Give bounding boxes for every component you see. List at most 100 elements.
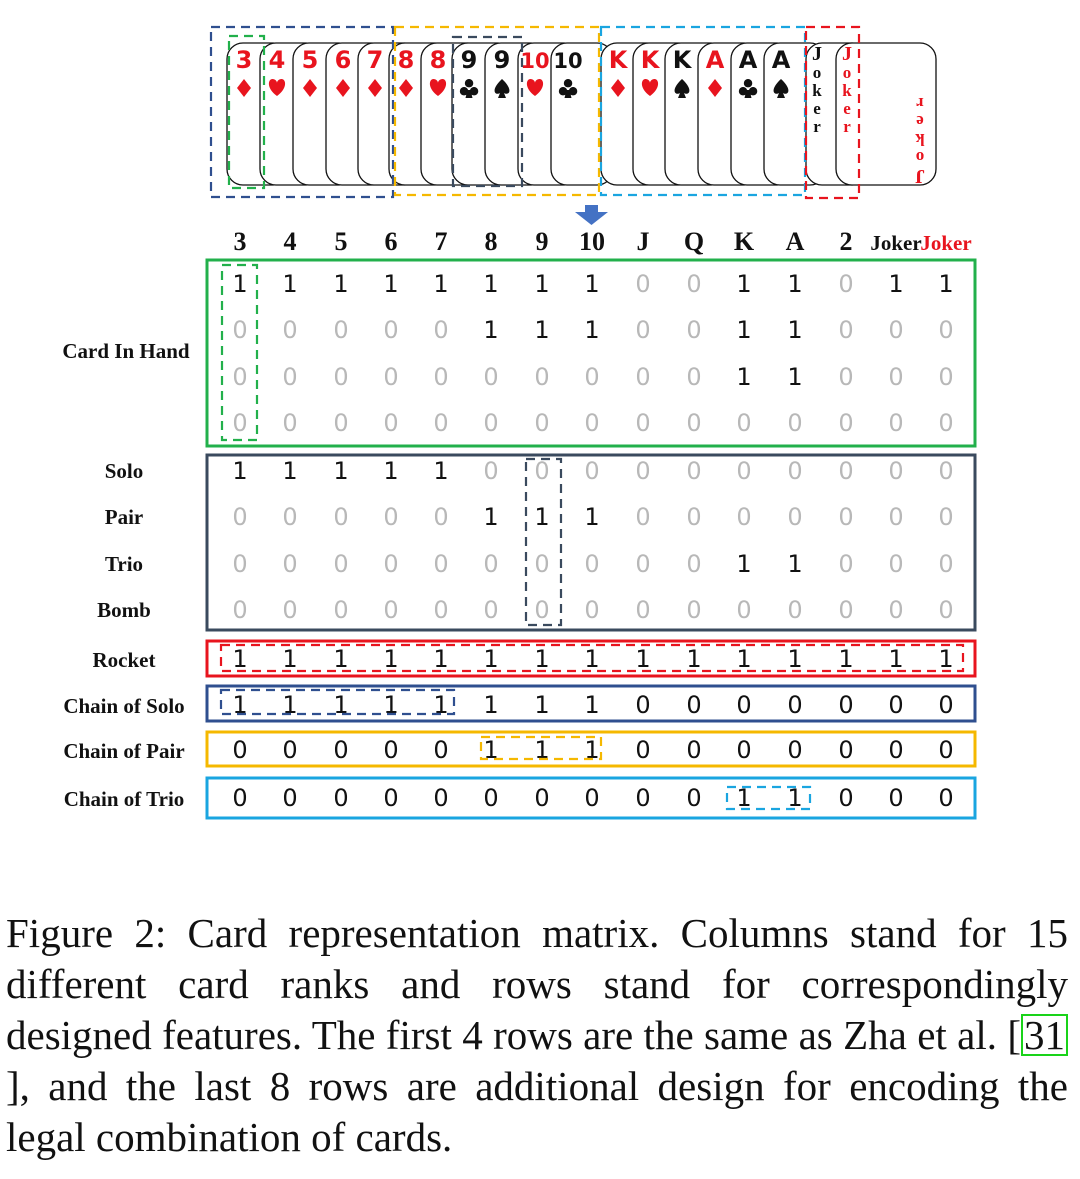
citation-link[interactable]: 31 (1021, 1014, 1068, 1056)
matrix-cell: 1 (333, 645, 348, 673)
joker-letter: o (843, 63, 852, 82)
card-rank: 3 (236, 46, 253, 74)
joker-letter: o (916, 148, 925, 167)
matrix-cell: 1 (686, 645, 701, 673)
rank-label: 7 (435, 227, 448, 256)
matrix-cell: 0 (635, 736, 650, 764)
matrix-cell: 1 (584, 736, 599, 764)
matrix-cell: 0 (383, 784, 398, 812)
matrix-cell: 0 (635, 596, 650, 624)
heart-icon (429, 79, 447, 96)
matrix-cell: 0 (787, 596, 802, 624)
matrix-cell: 1 (433, 691, 448, 719)
matrix-cell: 0 (635, 691, 650, 719)
matrix-cell: 0 (584, 596, 599, 624)
matrix-cell: 1 (635, 645, 650, 673)
row-label: Solo (105, 459, 144, 483)
matrix-cell: 0 (888, 409, 903, 437)
matrix-cell: 0 (838, 784, 853, 812)
matrix-cell: 0 (282, 596, 297, 624)
matrix-cell: 0 (938, 316, 953, 344)
row-label: Bomb (97, 598, 151, 622)
matrix-cell: 0 (282, 736, 297, 764)
matrix-cell: 1 (282, 457, 297, 485)
matrix-cell: 0 (433, 784, 448, 812)
matrix-cell: 1 (534, 691, 549, 719)
group-border (205, 453, 977, 632)
diamond-icon (336, 79, 350, 97)
matrix-cell: 1 (232, 691, 247, 719)
matrix-cell: 0 (333, 503, 348, 531)
matrix-cell: 0 (232, 503, 247, 531)
matrix-cell: 0 (333, 409, 348, 437)
matrix-cell: 0 (838, 457, 853, 485)
matrix-cell: 1 (232, 457, 247, 485)
matrix-dashed-highlight (219, 643, 965, 673)
matrix-cell: 0 (232, 736, 247, 764)
joker-letter: r (813, 117, 821, 136)
card-group-dashed-box (227, 34, 266, 190)
matrix-cell: 0 (433, 550, 448, 578)
matrix-cell: 0 (838, 363, 853, 391)
matrix-cell: 0 (635, 270, 650, 298)
matrix-cell: 0 (888, 363, 903, 391)
matrix-cell: 0 (938, 503, 953, 531)
joker-letter: J (842, 43, 852, 65)
matrix-dashed-highlight (524, 457, 563, 627)
matrix-cell: 1 (584, 503, 599, 531)
matrix-cell: 0 (736, 691, 751, 719)
matrix-cell: 0 (787, 457, 802, 485)
matrix-cell: 0 (686, 457, 701, 485)
matrix-cell: 0 (584, 409, 599, 437)
joker-letter: k (842, 81, 852, 100)
matrix-cell: 0 (483, 784, 498, 812)
matrix-cell: 1 (483, 645, 498, 673)
spade-icon (494, 79, 510, 98)
matrix-cell: 0 (282, 316, 297, 344)
matrix-cell: 0 (838, 503, 853, 531)
matrix-cell: 0 (938, 596, 953, 624)
matrix-cell: 0 (333, 596, 348, 624)
matrix-cell: 0 (232, 596, 247, 624)
matrix-cell: 1 (736, 270, 751, 298)
matrix-cell: 1 (433, 457, 448, 485)
matrix-cell: 0 (888, 691, 903, 719)
matrix-cell: 0 (686, 503, 701, 531)
matrix-cell: 1 (584, 270, 599, 298)
matrix-cell: 0 (736, 736, 751, 764)
matrix-cell: 0 (584, 550, 599, 578)
arrow-down-icon (575, 205, 608, 225)
matrix-cell: 1 (838, 645, 853, 673)
matrix-cell: 0 (534, 409, 549, 437)
matrix-cell: 1 (282, 645, 297, 673)
matrix-cell: 0 (483, 596, 498, 624)
card-rank: 9 (461, 46, 478, 74)
matrix-cell: 1 (787, 645, 802, 673)
joker-letter: J (915, 165, 925, 187)
matrix-cell: 1 (483, 270, 498, 298)
matrix-cell: 1 (938, 270, 953, 298)
matrix-cell: 1 (534, 503, 549, 531)
matrix-cell: 0 (534, 363, 549, 391)
matrix-cell: 1 (383, 457, 398, 485)
matrix-cell: 1 (282, 691, 297, 719)
rank-label: 8 (485, 227, 498, 256)
matrix-cell: 1 (232, 645, 247, 673)
matrix-cell: 0 (787, 691, 802, 719)
matrix-cell: 0 (232, 316, 247, 344)
matrix-dashed-highlight (220, 263, 259, 442)
matrix-cell: 1 (787, 363, 802, 391)
matrix-cell: 0 (433, 596, 448, 624)
matrix-cell: 1 (333, 691, 348, 719)
matrix-cell: 0 (635, 363, 650, 391)
matrix-cell: 1 (787, 784, 802, 812)
matrix-cell: 0 (232, 784, 247, 812)
row-label: Chain of Pair (63, 739, 184, 763)
matrix-cell: 1 (383, 645, 398, 673)
matrix-cell: 1 (736, 550, 751, 578)
matrix-cell: 0 (938, 409, 953, 437)
matrix-cell: 1 (534, 736, 549, 764)
